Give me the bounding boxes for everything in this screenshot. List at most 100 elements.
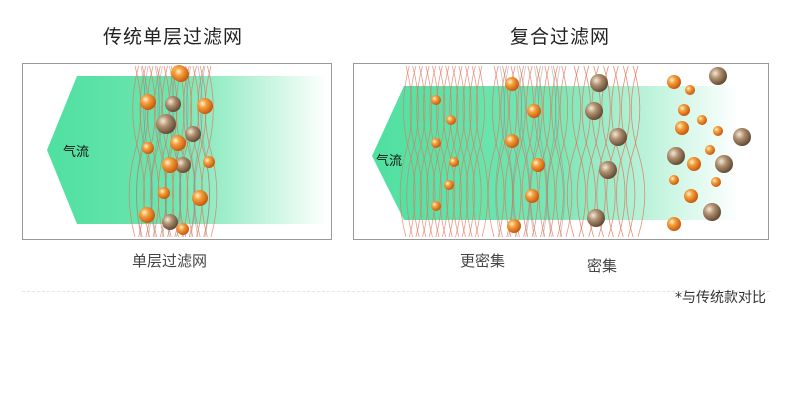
particle: [507, 219, 521, 233]
filter-fiber: [172, 65, 185, 238]
filter-fiber: [576, 65, 591, 238]
dense-caption: 密集: [587, 257, 618, 275]
filter-fiber: [529, 65, 540, 238]
particle: [669, 175, 679, 185]
filter-fiber: [616, 65, 631, 238]
particle: [697, 115, 707, 125]
denser-caption: 更密集: [460, 252, 506, 270]
denser-filter-layer: [399, 65, 489, 238]
particle: [703, 203, 721, 221]
particle: [733, 128, 751, 146]
footnote: *与传统款对比: [675, 290, 766, 306]
filter-fiber: [495, 65, 505, 238]
filter-fiber: [193, 65, 207, 238]
right-diagram-panel: 气流: [353, 63, 769, 240]
dense-filter-layer: [566, 65, 646, 238]
filter-fiber: [520, 65, 531, 238]
particle: [449, 157, 459, 167]
filter-fiber: [175, 65, 189, 238]
particle: [609, 128, 627, 146]
filter-fiber: [496, 65, 509, 238]
filter-fiber: [542, 65, 556, 238]
filter-fiber: [571, 65, 587, 238]
left-diagram-graphic: [47, 65, 328, 238]
filter-fiber: [555, 65, 569, 238]
particle: [203, 156, 215, 168]
particle: [531, 158, 545, 172]
filter-fiber: [546, 65, 560, 238]
filter-fiber: [521, 65, 535, 238]
filter-fiber: [611, 65, 626, 238]
particle: [685, 85, 695, 95]
particle: [505, 134, 519, 148]
particle: [431, 95, 441, 105]
medium-filter-layer: [487, 65, 573, 238]
particle: [444, 180, 454, 190]
filter-fiber: [503, 65, 514, 238]
particles: [431, 67, 751, 233]
particle: [158, 187, 170, 199]
particle: [192, 190, 208, 206]
filter-fiber: [555, 65, 565, 238]
particle: [711, 177, 721, 187]
particle: [177, 223, 189, 235]
filter-fiber: [161, 65, 174, 238]
particle: [142, 142, 154, 154]
filter-fiber: [625, 65, 641, 238]
particle: [170, 135, 186, 151]
particle: [431, 201, 441, 211]
filter-fiber: [475, 65, 489, 238]
filter-fiber: [591, 65, 606, 238]
left-diagram-caption: 单层过滤网: [132, 252, 208, 270]
filter-fiber: [529, 65, 543, 238]
particle: [667, 217, 681, 231]
particle: [687, 157, 701, 171]
filter-fiber: [559, 65, 573, 238]
left-diagram-panel: 气流: [22, 63, 332, 240]
particle: [675, 121, 689, 135]
filter-fiber: [606, 65, 621, 238]
filter-fiber: [551, 65, 564, 238]
filter-fiber: [500, 65, 514, 238]
filter-fiber: [517, 65, 531, 238]
filter-fiber: [566, 65, 582, 238]
particle: [165, 96, 181, 112]
particle: [446, 115, 456, 125]
filter-fiber: [621, 65, 636, 238]
filter-fiber: [204, 65, 218, 238]
left-diagram-title: 传统单层过滤网: [103, 26, 244, 48]
particle: [587, 209, 605, 227]
filter-fiber: [513, 65, 526, 238]
particle: [705, 145, 715, 155]
particle: [667, 75, 681, 89]
particle: [527, 104, 541, 118]
particle: [156, 114, 176, 134]
filter-fiber: [491, 65, 505, 238]
filter-fiber: [200, 65, 214, 238]
section-divider: [22, 291, 770, 292]
right-diagram-graphic: [372, 65, 751, 238]
particle: [590, 74, 608, 92]
particle: [678, 104, 690, 116]
filter-fiber: [487, 65, 501, 238]
particle: [684, 189, 698, 203]
airflow-label: 气流: [376, 154, 403, 169]
airflow-arrow: [372, 86, 739, 220]
particle: [709, 67, 727, 85]
filter-fiber: [508, 65, 522, 238]
particle: [505, 77, 519, 91]
filter-fiber: [538, 65, 552, 238]
particle: [585, 102, 603, 120]
filter-fiber: [128, 65, 142, 238]
airflow-arrow: [47, 76, 328, 224]
filter-fiber: [157, 65, 171, 238]
particle: [713, 126, 723, 136]
filter-fiber: [200, 65, 210, 238]
filter-fiber: [190, 65, 203, 238]
filter-fiber: [546, 65, 557, 238]
particle: [197, 98, 213, 114]
filter-fiber: [186, 65, 200, 238]
particle: [431, 138, 441, 148]
airflow-label: 气流: [63, 145, 90, 160]
filter-fiber: [534, 65, 547, 238]
